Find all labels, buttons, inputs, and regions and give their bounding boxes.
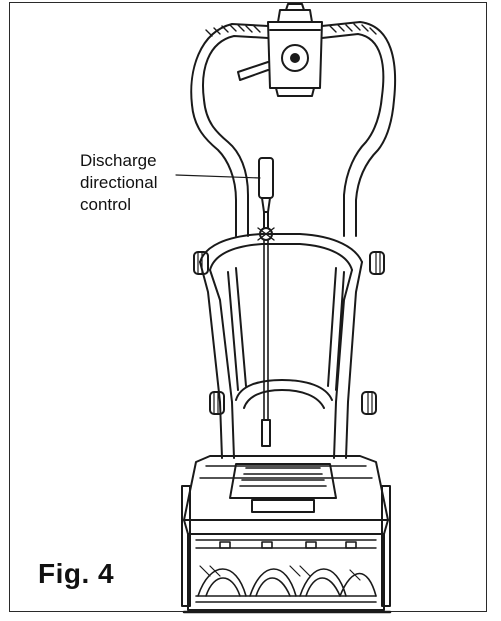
- lower-handle-frame: [199, 233, 363, 271]
- lower-left-knob-icon: [209, 391, 225, 415]
- lower-right-knob-icon: [361, 391, 377, 415]
- safety-lever-icon: [237, 61, 269, 81]
- lower-frame-right-side: [327, 261, 363, 459]
- upper-handle-left-arm: [191, 99, 249, 237]
- motor-housing: [183, 455, 389, 535]
- lower-frame-left-side: [199, 261, 247, 459]
- figure-label: Fig. 4: [38, 558, 115, 589]
- upper-left-knob-icon: [193, 251, 209, 275]
- figure-frame: [9, 2, 487, 612]
- discharge-control-callout: Discharge directional control: [80, 150, 158, 216]
- callout-line-2: directional: [80, 173, 158, 192]
- auger-housing: [181, 485, 391, 611]
- upper-handle-bar: [190, 21, 397, 237]
- switch-box-icon: [267, 3, 323, 97]
- callout-line-3: control: [80, 195, 132, 214]
- discharge-control-rod: [257, 157, 275, 447]
- auger-paddles: [195, 541, 377, 603]
- upper-right-knob-icon: [369, 251, 385, 275]
- handle-grip-marks: [205, 23, 377, 37]
- callout-leader-line: [175, 174, 261, 179]
- lower-crossbar: [235, 379, 333, 409]
- callout-line-1: Discharge: [80, 151, 157, 170]
